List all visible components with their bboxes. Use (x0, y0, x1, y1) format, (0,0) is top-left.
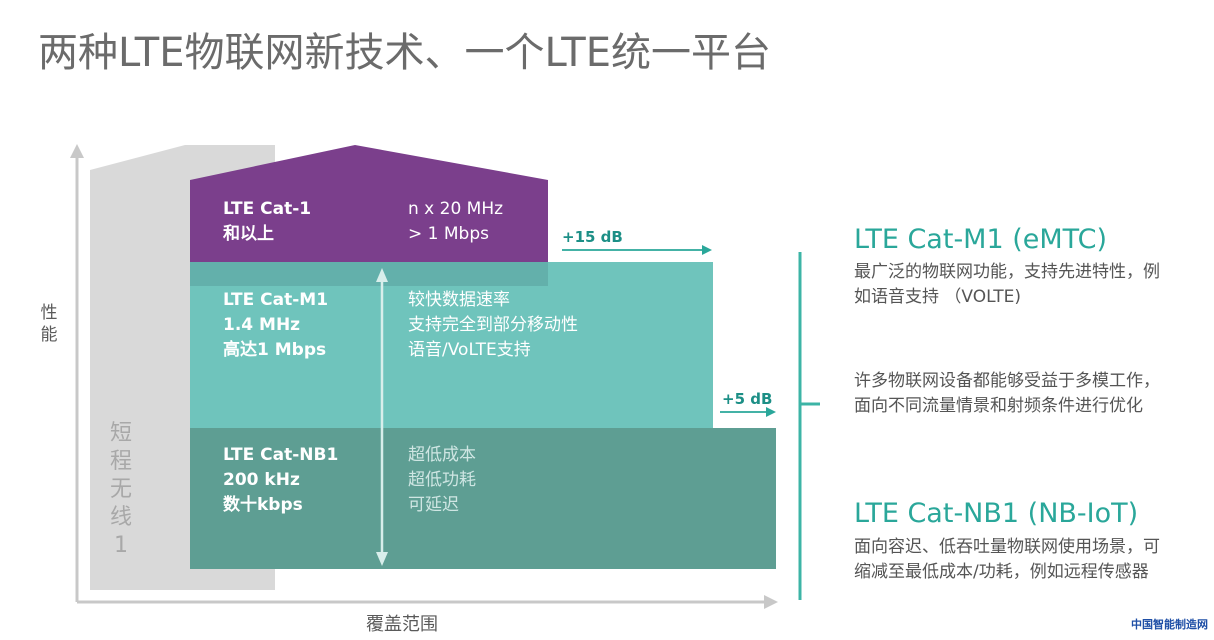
watermark-logo: 中国智能制造网 (1131, 618, 1208, 631)
page-title: 两种LTE物联网新技术、一个LTE统一平台 (38, 30, 771, 76)
side-bracket (798, 252, 820, 600)
nb1-block (190, 428, 776, 569)
side-nb1-text: 面向容迟、低吞吐量物联网使用场景，可缩减至最低成本/功耗，例如远程传感器 (854, 537, 1160, 582)
side-nb1-title: LTE Cat-NB1 (NB-IoT) (854, 498, 1139, 529)
y-axis-arrow-icon (70, 144, 84, 158)
gain-arrow-nb1-head-icon (766, 407, 776, 417)
gain-label-nb1: +5 dB (722, 390, 773, 408)
catm1-name: LTE Cat-M1 1.4 MHz 高达1 Mbps (223, 290, 329, 360)
gain-arrow-catm1-head-icon (702, 245, 712, 255)
short-range-label: 短程无线1 (109, 421, 132, 558)
x-axis-label: 覆盖范围 (366, 614, 438, 635)
side-common-text: 许多物联网设备都能够受益于多模工作，面向不同流量情景和射频条件进行优化 (854, 371, 1160, 416)
x-axis-arrow-icon (764, 595, 778, 609)
gain-label-catm1: +15 dB (562, 228, 623, 246)
arrow-down-icon (376, 552, 388, 566)
side-catm1-title: LTE Cat-M1 (eMTC) (854, 224, 1107, 255)
cat1-specs: n x 20 MHz > 1 Mbps (408, 199, 504, 244)
y-axis-label: 性能 (40, 303, 58, 345)
side-catm1-text: 最广泛的物联网功能，支持先进特性，例如语音支持 （VOLTE) (854, 262, 1160, 307)
catm1-block (190, 262, 713, 428)
cat1-name: LTE Cat-1 和以上 (223, 199, 312, 244)
overlap-band (190, 262, 548, 286)
arrow-up-icon (376, 268, 388, 282)
nb1-name: LTE Cat-NB1 200 kHz 数十kbps (223, 445, 339, 515)
cat1-block (190, 145, 548, 262)
nb1-specs: 超低成本 超低功耗 可延迟 (408, 445, 476, 515)
catm1-specs: 较快数据速率 支持完全到部分移动性 语音/VoLTE支持 (408, 290, 578, 360)
